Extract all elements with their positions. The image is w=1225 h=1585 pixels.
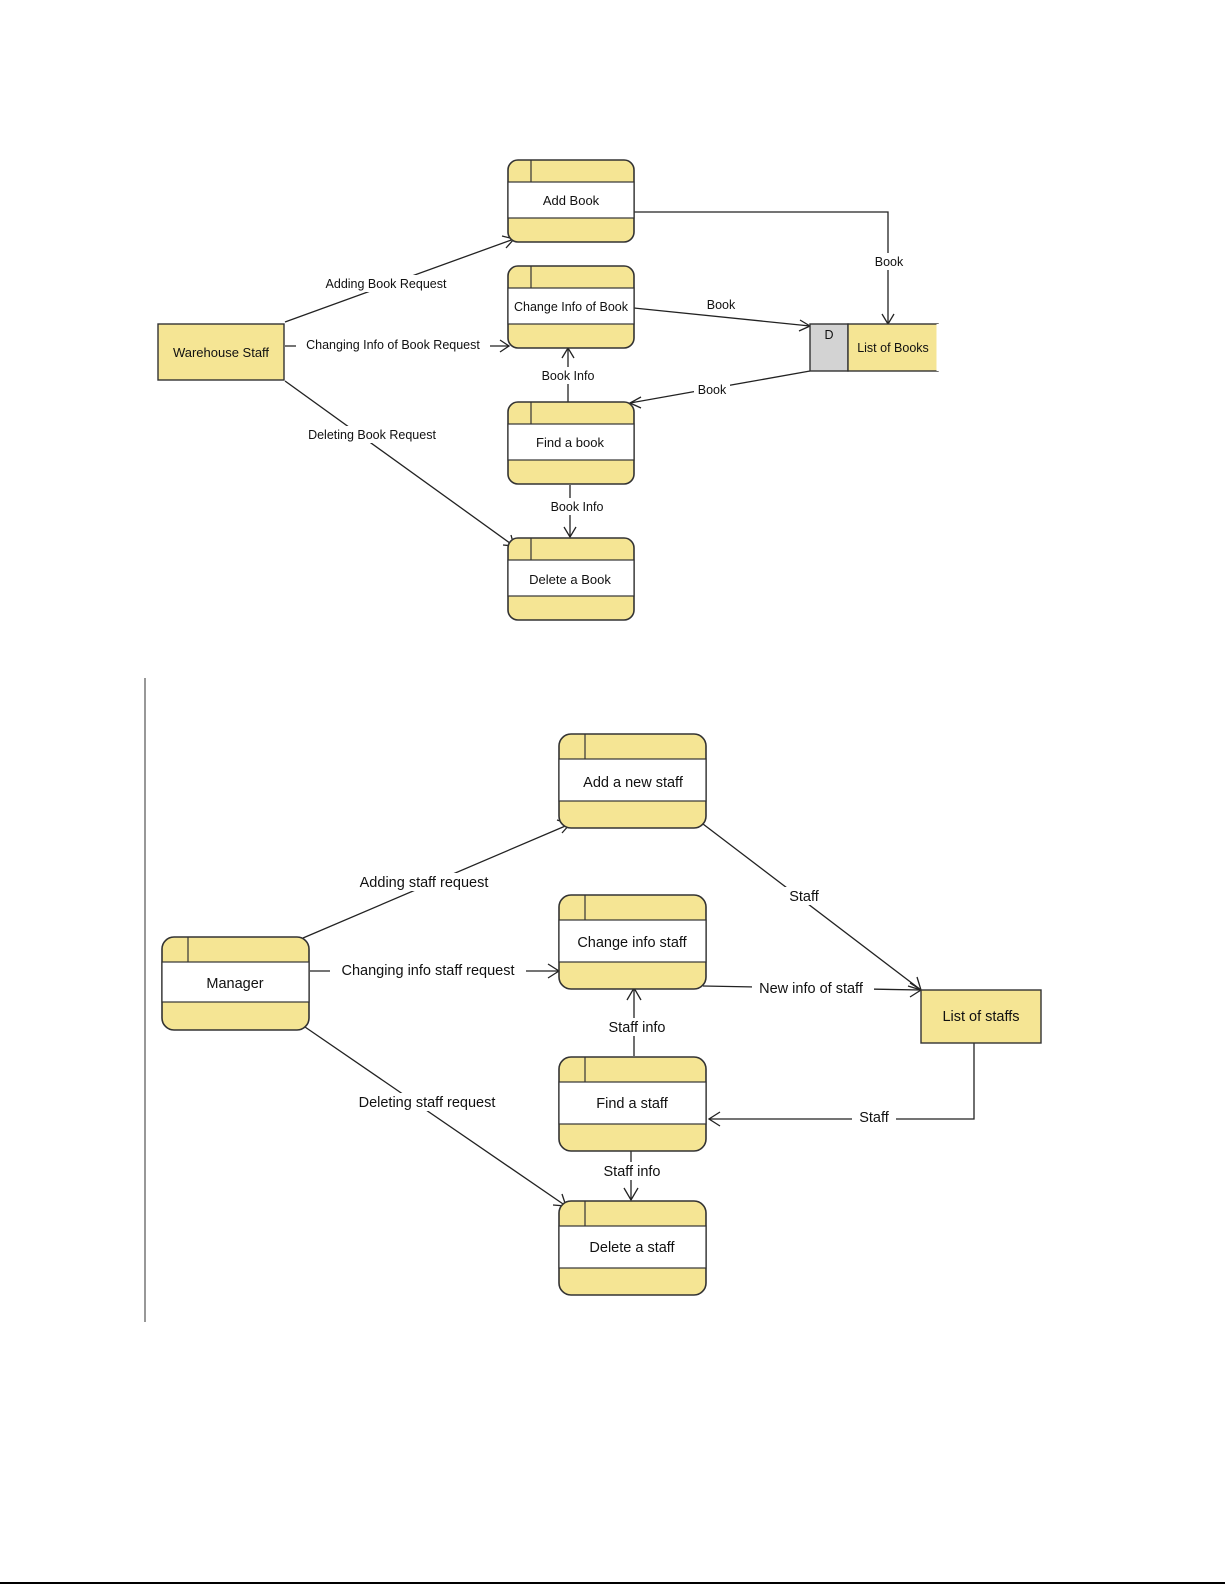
datastore-list-of-books: D List of Books (809, 323, 940, 372)
flow-label: Adding Book Request (326, 277, 447, 291)
process-find-a-staff: Find a staff (558, 1056, 707, 1152)
flow-label: Staff (859, 1110, 890, 1126)
flow-label: Staff (789, 889, 820, 905)
flow-deleting-staff-request: Deleting staff request (304, 1026, 567, 1207)
flow-find-staff-info-to-delete: Staff info (600, 1150, 666, 1202)
flow-adding-book-request: Adding Book Request (284, 235, 516, 323)
process-label: Change info staff (577, 935, 687, 951)
flow-store-book-to-find: Book (628, 370, 811, 409)
flow-find-book-info-to-change: Book Info (536, 346, 600, 402)
flow-add-staff-to-store: Staff (702, 823, 922, 991)
process-delete-a-book: Delete a Book (507, 537, 635, 621)
flow-label: New info of staff (759, 981, 864, 997)
process-label: Find a book (536, 435, 604, 450)
process-add-book: Add Book (507, 159, 635, 243)
flow-changing-info-of-book-request: Changing Info of Book Request (285, 336, 511, 353)
entity-label: Manager (206, 976, 263, 992)
process-label: Change Info of Book (514, 300, 629, 314)
dfd-books-diagram: Adding Book Request Changing Info of Boo… (157, 159, 940, 621)
flow-changing-info-staff-request: Changing info staff request (310, 961, 561, 979)
flow-store-staff-to-find: Staff (707, 1043, 975, 1127)
process-label: Delete a staff (589, 1240, 675, 1256)
flow-add-book-to-store: Book (634, 211, 907, 326)
flow-label: Book (707, 298, 736, 312)
flow-find-book-info-to-delete: Book Info (544, 485, 610, 539)
flow-deleting-book-request: Deleting Book Request (284, 380, 515, 547)
flow-adding-staff-request: Adding staff request (302, 819, 572, 939)
process-find-a-book: Find a book (507, 401, 635, 485)
flow-label: Deleting Book Request (308, 428, 436, 442)
process-change-info-staff: Change info staff (558, 894, 707, 990)
flow-label: Changing Info of Book Request (306, 338, 480, 352)
process-label: Find a staff (596, 1096, 668, 1112)
process-label: Add a new staff (583, 775, 684, 791)
process-delete-a-staff: Delete a staff (558, 1200, 707, 1296)
flow-label: Staff info (609, 1020, 666, 1036)
flow-label: Changing info staff request (341, 963, 514, 979)
entity-manager: Manager (161, 936, 310, 1031)
datastore-label: List of Books (857, 341, 929, 355)
flow-change-book-to-store: Book (633, 296, 812, 332)
flow-change-new-info-to-store: New info of staff (702, 979, 923, 998)
dfd-staffs-diagram: Adding staff request Changing info staff… (161, 733, 1042, 1296)
flow-find-staff-info-to-change: Staff info (604, 986, 676, 1056)
flow-label: Adding staff request (360, 875, 489, 891)
flow-label: Book Info (551, 500, 604, 514)
datastore-list-of-staffs: List of staffs (920, 989, 1042, 1044)
process-label: Delete a Book (529, 572, 611, 587)
process-change-info-of-book: Change Info of Book (507, 265, 635, 349)
flow-label: Book (875, 255, 904, 269)
flow-label: Deleting staff request (359, 1095, 496, 1111)
flow-label: Book (698, 383, 727, 397)
datastore-id: D (824, 328, 833, 342)
entity-warehouse-staff: Warehouse Staff (157, 323, 285, 381)
process-add-a-new-staff: Add a new staff (558, 733, 707, 829)
process-label: Add Book (543, 193, 600, 208)
flow-label: Book Info (542, 369, 595, 383)
flow-label: Staff info (604, 1164, 661, 1180)
datastore-label: List of staffs (942, 1009, 1019, 1025)
entity-label: Warehouse Staff (173, 345, 269, 360)
